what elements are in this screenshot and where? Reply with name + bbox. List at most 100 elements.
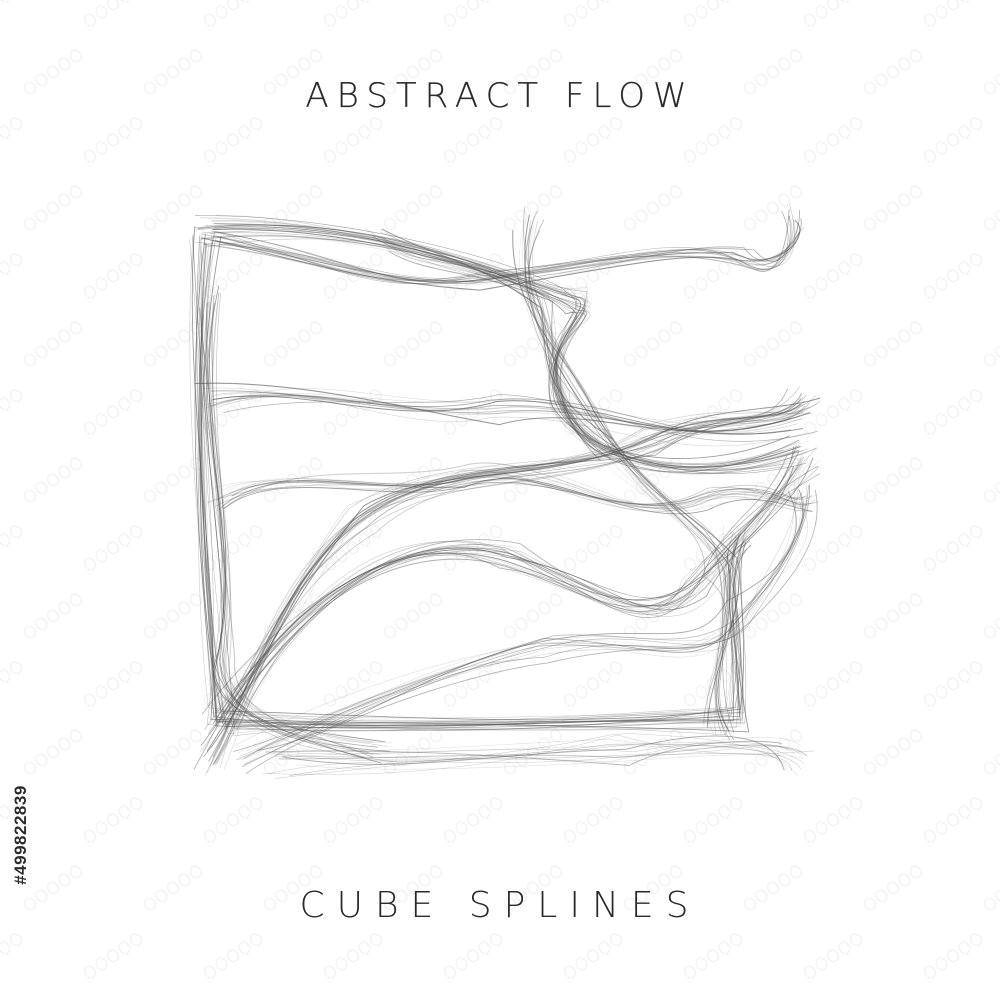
- spline-stroke: [217, 215, 791, 281]
- spline-stroke: [278, 744, 808, 760]
- spline-stroke: [384, 240, 597, 448]
- spline-stroke: [270, 739, 789, 772]
- spline-stroke: [194, 233, 741, 727]
- spline-stroke: [189, 239, 747, 737]
- spline-stroke: [379, 231, 595, 450]
- stock-id-text: #499822839: [11, 785, 30, 885]
- spline-stroke: [210, 289, 393, 744]
- spline-stroke: [215, 474, 818, 507]
- spline-stroke: [237, 500, 808, 754]
- spline-stroke: [214, 455, 804, 720]
- spline-stroke: [218, 469, 813, 512]
- spline-stroke: [381, 237, 601, 448]
- spline-stroke: [205, 393, 786, 429]
- spline-stroke: [381, 228, 614, 440]
- spline-stroke: [215, 231, 800, 283]
- spline-stroke: [212, 457, 814, 713]
- spline-stroke: [209, 403, 810, 767]
- spline-stroke: [195, 215, 806, 474]
- spline-stroke: [217, 461, 799, 721]
- spline-stroke: [214, 223, 797, 473]
- spline-stroke: [208, 404, 802, 761]
- spline-stroke: [206, 397, 820, 752]
- spline-stroke: [215, 214, 795, 470]
- spline-stroke: [208, 301, 396, 762]
- spline-stroke: [242, 483, 810, 768]
- spline-stroke: [213, 218, 802, 284]
- spline-stroke: [205, 224, 798, 471]
- spline-stroke: [195, 231, 740, 722]
- spline-stroke: [523, 206, 727, 724]
- spline-stroke: [525, 226, 726, 737]
- spline-stroke: [532, 221, 726, 730]
- spline-stroke: [212, 228, 804, 468]
- stock-id-label: #499822839: [6, 760, 36, 910]
- spline-stroke: [224, 478, 809, 513]
- spline-stroke: [269, 742, 805, 764]
- spline-stroke: [195, 204, 795, 279]
- spline-stroke: [210, 390, 791, 435]
- spline-stroke: [212, 466, 794, 724]
- spline-stroke: [222, 458, 814, 723]
- spline-stroke: [215, 396, 802, 766]
- spline-stroke: [262, 733, 798, 776]
- spline-stroke: [214, 226, 802, 467]
- spline-stroke: [233, 489, 803, 752]
- spline-stroke: [236, 485, 810, 761]
- spline-stroke: [219, 411, 814, 769]
- spline-stroke: [224, 450, 800, 731]
- spline-stroke: [212, 395, 804, 435]
- spline-stroke: [202, 387, 807, 447]
- spline-stroke: [245, 489, 818, 774]
- spline-stroke: [235, 464, 801, 725]
- spline-stroke: [201, 222, 799, 281]
- spline-stroke: [212, 209, 800, 285]
- spline-stroke: [202, 232, 799, 465]
- abstract-spline-artwork: [180, 200, 820, 800]
- spline-stroke: [212, 403, 801, 766]
- spline-stroke: [200, 246, 746, 730]
- spline-stroke: [198, 238, 740, 731]
- spline-stroke: [220, 218, 802, 282]
- spline-stroke: [215, 392, 799, 434]
- spline-stroke: [393, 248, 599, 441]
- spline-stroke: [218, 400, 820, 749]
- spline-stroke: [216, 292, 369, 753]
- spline-stroke: [206, 234, 787, 471]
- spline-stroke: [527, 215, 728, 734]
- spline-stroke: [206, 302, 390, 752]
- spline-stroke: [204, 405, 813, 777]
- spline-stroke: [216, 456, 804, 717]
- spline-stroke: [200, 395, 816, 753]
- spline-stroke: [204, 396, 802, 435]
- spline-stroke: [239, 485, 808, 757]
- spline-stroke: [206, 302, 379, 748]
- spline-stroke: [199, 217, 807, 475]
- spline-stroke: [200, 392, 802, 746]
- spline-stroke: [216, 473, 802, 507]
- spline-stroke: [275, 733, 815, 779]
- spline-stroke: [205, 249, 744, 723]
- title-cube-splines: CUBE SPLINES: [299, 885, 701, 926]
- spline-stroke: [206, 471, 815, 509]
- spline-stroke: [388, 245, 611, 455]
- spline-stroke: [372, 236, 594, 449]
- spline-stroke: [274, 753, 792, 772]
- spline-stroke: [200, 235, 800, 473]
- spline-stroke: [227, 456, 804, 709]
- spline-stroke: [200, 242, 741, 724]
- spline-stroke: [222, 462, 799, 510]
- spline-stroke: [210, 394, 801, 432]
- spline-stroke: [197, 224, 790, 459]
- spline-stroke: [385, 232, 603, 455]
- spline-stroke: [223, 394, 818, 442]
- spline-stroke: [203, 398, 802, 758]
- spline-stroke: [268, 746, 792, 774]
- spline-stroke: [210, 480, 809, 508]
- spline-stroke: [199, 307, 389, 747]
- spline-stroke: [388, 250, 601, 461]
- spline-stroke: [211, 295, 375, 756]
- spline-stroke: [371, 235, 611, 459]
- spline-stroke: [200, 236, 747, 721]
- spline-stroke: [519, 217, 728, 734]
